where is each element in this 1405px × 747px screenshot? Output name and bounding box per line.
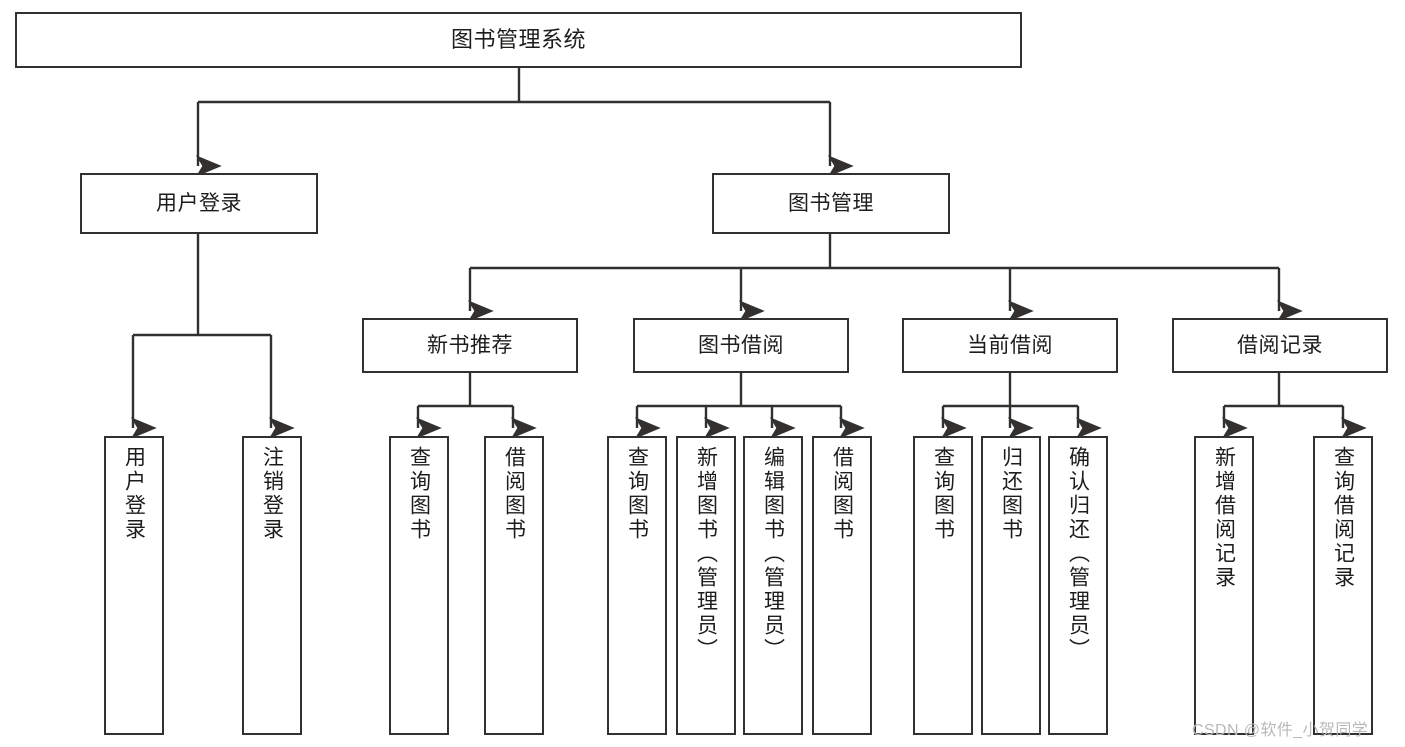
node-book-management[interactable]: 图书管理 — [712, 173, 950, 234]
node-new-book-recommendation[interactable]: 新书推荐 — [362, 318, 578, 373]
node-label: 查询借阅记录 — [1331, 446, 1355, 590]
leaf-current-borrow-return[interactable]: 归还图书 — [981, 436, 1041, 735]
node-label: 图书管理 — [788, 191, 874, 215]
leaf-book-borrow-borrow[interactable]: 借阅图书 — [812, 436, 872, 735]
node-book-borrowing[interactable]: 图书借阅 — [633, 318, 849, 373]
node-label: 当前借阅 — [967, 333, 1053, 357]
node-label: 查询图书 — [931, 446, 955, 542]
node-label: 查询图书 — [625, 446, 649, 542]
node-label: 用户登录 — [122, 446, 146, 542]
node-label: 用户登录 — [156, 191, 242, 215]
leaf-user-login-login[interactable]: 用户登录 — [104, 436, 164, 735]
node-label: 借阅图书 — [830, 446, 854, 542]
node-label: 确认归还（管理员） — [1066, 446, 1090, 662]
node-label: 图书借阅 — [698, 333, 784, 357]
node-label: 新增图书（管理员） — [694, 446, 718, 662]
node-root-book-management-system[interactable]: 图书管理系统 — [15, 12, 1022, 68]
node-label: 新书推荐 — [427, 333, 513, 357]
leaf-new-book-borrow[interactable]: 借阅图书 — [484, 436, 544, 735]
leaf-current-borrow-query[interactable]: 查询图书 — [913, 436, 973, 735]
leaf-borrow-record-add[interactable]: 新增借阅记录 — [1194, 436, 1254, 735]
leaf-user-login-logout[interactable]: 注销登录 — [242, 436, 302, 735]
leaf-book-borrow-add[interactable]: 新增图书（管理员） — [676, 436, 736, 735]
leaf-borrow-record-query[interactable]: 查询借阅记录 — [1313, 436, 1373, 735]
node-label: 新增借阅记录 — [1212, 446, 1236, 590]
node-borrowing-record[interactable]: 借阅记录 — [1172, 318, 1388, 373]
node-current-borrowing[interactable]: 当前借阅 — [902, 318, 1118, 373]
node-label: 图书管理系统 — [450, 26, 586, 52]
leaf-book-borrow-edit[interactable]: 编辑图书（管理员） — [743, 436, 803, 735]
node-label: 借阅记录 — [1237, 333, 1323, 357]
leaf-current-borrow-confirm-return[interactable]: 确认归还（管理员） — [1048, 436, 1108, 735]
leaf-book-borrow-query[interactable]: 查询图书 — [607, 436, 667, 735]
node-label: 归还图书 — [999, 446, 1023, 542]
node-label: 查询图书 — [407, 446, 431, 542]
node-label: 注销登录 — [260, 446, 284, 542]
node-label: 编辑图书（管理员） — [761, 446, 785, 662]
node-label: 借阅图书 — [502, 446, 526, 542]
csdn-watermark: CSDN @软件_小贺同学 — [1192, 722, 1369, 739]
leaf-new-book-query[interactable]: 查询图书 — [389, 436, 449, 735]
node-user-login[interactable]: 用户登录 — [80, 173, 318, 234]
